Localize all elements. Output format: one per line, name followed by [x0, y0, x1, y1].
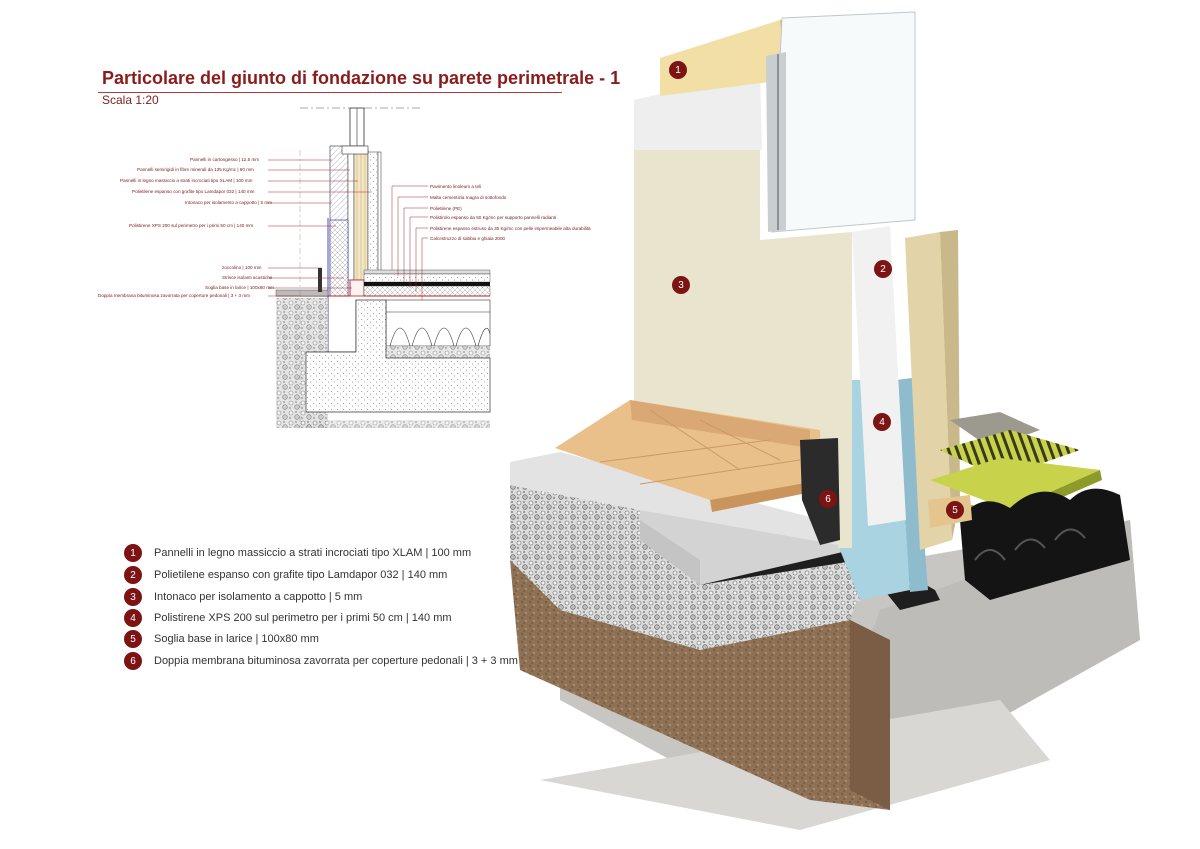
- cutaway-render: [510, 11, 1140, 830]
- section-label-right-4: Polistirene espanso estruso da 35 Kg/mc …: [430, 226, 591, 231]
- legend-badge: 1: [124, 544, 142, 562]
- render-tag-4: 4: [873, 413, 891, 431]
- legend-badge: 6: [124, 652, 142, 670]
- legend-item-1: 1 Pannelli in legno massiccio a strati i…: [124, 543, 471, 563]
- legend-text: Doppia membrana bituminosa zavorrata per…: [154, 655, 518, 667]
- render-tag-3: 3: [672, 276, 690, 294]
- section-label-left-3: Polietilene espanso con grafite tipo Lam…: [132, 189, 255, 194]
- legend-badge: 2: [124, 566, 142, 584]
- title-underline: [98, 92, 562, 93]
- legend-text: Soglia base in larice | 100x80 mm: [154, 633, 319, 645]
- section-label-right-1: Malta cementizia magra di sottofondo: [430, 195, 507, 200]
- section-label-left-7: Strisce isolanti acustiche: [222, 275, 273, 280]
- section-label-left-9: Doppia membrana bituminosa zavorrata per…: [98, 293, 250, 298]
- section-drawing: [275, 107, 491, 428]
- section-label-left-8: Soglia base in larice | 100x80 mm: [205, 285, 274, 290]
- scale-label: Scala 1:20: [102, 93, 159, 107]
- render-tag-1: 1: [669, 61, 687, 79]
- legend-text: Polistirene XPS 200 sul perimetro per i …: [154, 612, 452, 624]
- section-label-right-5: Calcestruzzo di sabbia e ghiaia 2000: [430, 236, 506, 241]
- legend-text: Intonaco per isolamento a cappotto | 5 m…: [154, 591, 363, 603]
- section-label-left-0: Pannelli in cartongesso | 12.5 mm: [190, 157, 260, 162]
- section-label-left-4: Intonaco per isolamento a cappotto | 5 m…: [185, 200, 272, 205]
- section-label-left-6: zoccolino | 100 mm: [222, 265, 262, 270]
- legend-item-5: 5 Soglia base in larice | 100x80 mm: [124, 629, 319, 649]
- section-label-left-2: Pannelli in legno massiccio a strati inc…: [120, 178, 253, 183]
- render-tag-2: 2: [874, 260, 892, 278]
- legend-badge: 3: [124, 588, 142, 606]
- legend-item-2: 2 Polietilene espanso con grafite tipo L…: [124, 565, 447, 585]
- page-title: Particolare del giunto di fondazione su …: [102, 68, 621, 88]
- section-label-left-1: Pannelli semirigidi in fibre minerali da…: [137, 167, 254, 172]
- legend-badge: 4: [124, 609, 142, 627]
- legend-text: Polietilene espanso con grafite tipo Lam…: [154, 569, 448, 581]
- legend-item-6: 6 Doppia membrana bituminosa zavorrata p…: [124, 651, 518, 671]
- render-tag-5: 5: [946, 501, 964, 519]
- legend-item-3: 3 Intonaco per isolamento a cappotto | 5…: [124, 587, 362, 607]
- section-label-right-0: Pavimento linoleum a teli: [430, 184, 482, 189]
- section-label-right-2: Polietilene (PE): [430, 206, 462, 211]
- section-leaders-left: [268, 159, 372, 297]
- section-label-left-5: Polistirene XPS 200 sul perimetro per i …: [129, 223, 254, 228]
- section-label-right-3: Polistirolo espanso da 50 Kg/mc per supp…: [430, 215, 557, 220]
- legend-text: Pannelli in legno massiccio a strati inc…: [154, 547, 472, 559]
- legend-badge: 5: [124, 630, 142, 648]
- section-leaders-right: [391, 185, 428, 300]
- legend-item-4: 4 Polistirene XPS 200 sul perimetro per …: [124, 608, 452, 628]
- render-tag-6: 6: [819, 490, 837, 508]
